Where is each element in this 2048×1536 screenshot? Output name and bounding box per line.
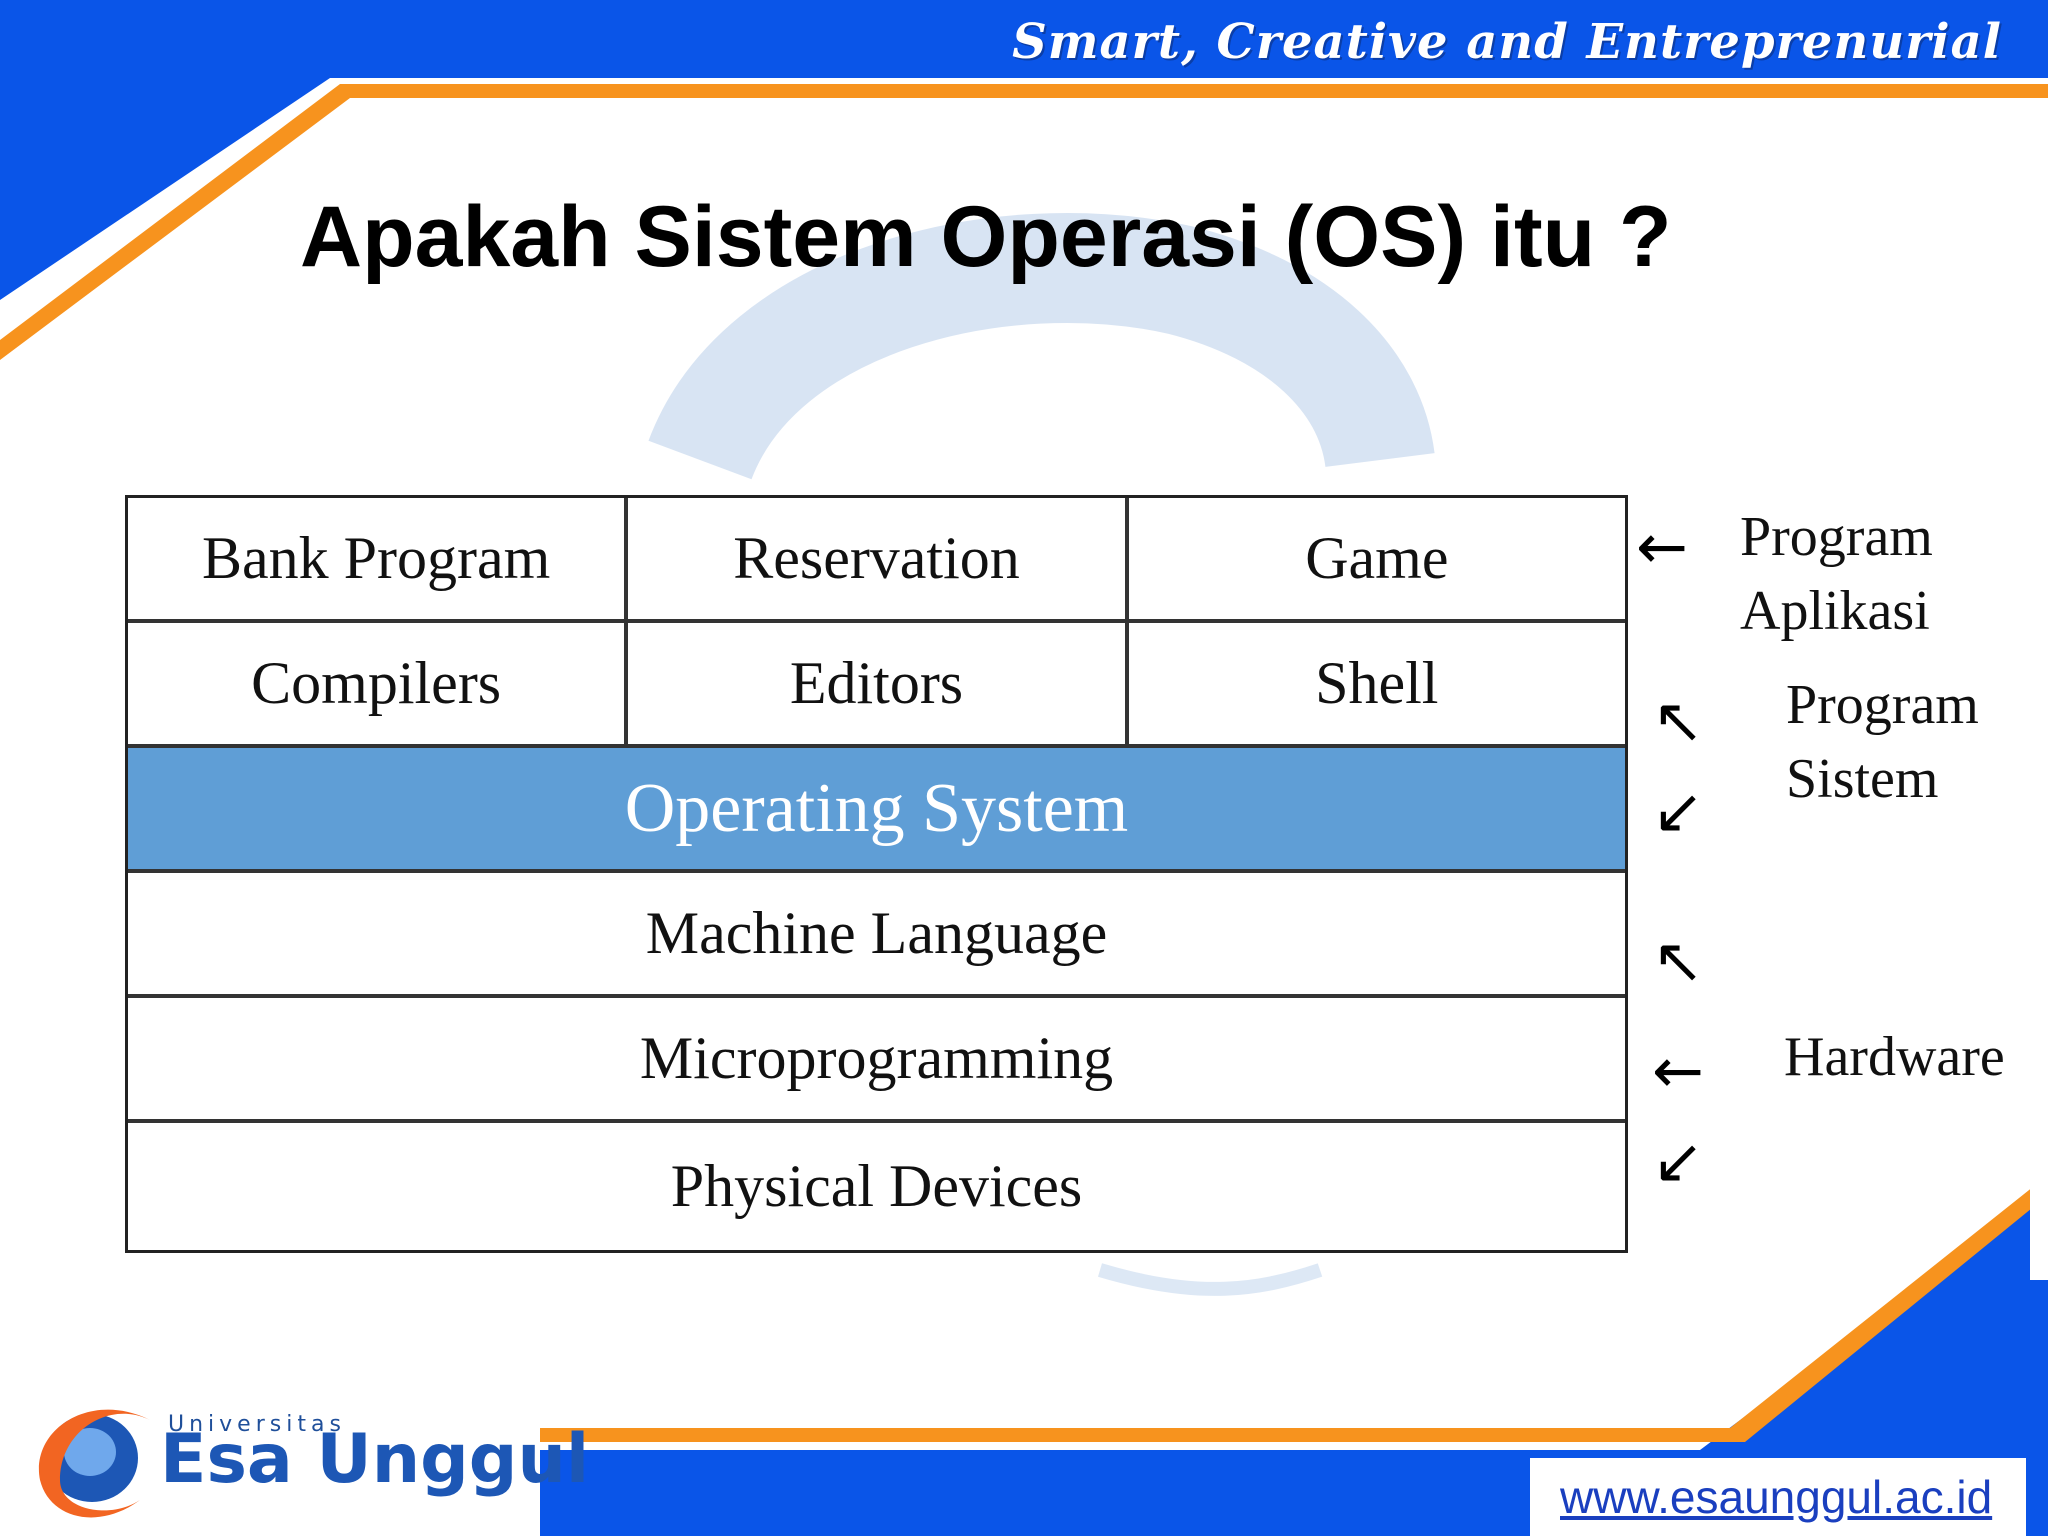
arrow-upleft-icon: ↖: [1652, 924, 1704, 997]
program-sistem-label: Program Sistem: [1786, 668, 1979, 816]
arrow-left-icon: ←: [1652, 1034, 1704, 1107]
arrow-upleft-icon: ↖: [1652, 684, 1704, 757]
program-sistem-line1: Program: [1786, 674, 1979, 736]
compilers-cell: Compilers: [128, 623, 629, 744]
os-layer-diagram: Bank Program Reservation Game Compilers …: [125, 495, 1628, 1253]
tagline: Smart, Creative and Entreprenurial: [1012, 14, 2002, 70]
watermark-arc-lower: [1097, 1263, 1323, 1296]
arrow-downleft-icon: ↙: [1652, 774, 1704, 847]
url-box: [1530, 1458, 2026, 1536]
program-sistem-line2: Sistem: [1786, 748, 1939, 810]
program-aplikasi-line1: Program: [1740, 506, 1933, 568]
machine-language-cell: Machine Language: [645, 900, 1108, 966]
reservation-cell: Reservation: [628, 498, 1129, 619]
slide-title: Apakah Sistem Operasi (OS) itu ?: [300, 189, 1672, 285]
top-blue-band: [0, 0, 2048, 300]
right-white-cut: [2030, 1150, 2048, 1280]
arrow-downleft-icon: ↙: [1652, 1124, 1704, 1197]
arrow-left-icon: ←: [1636, 510, 1688, 583]
microprogramming-cell: Microprogramming: [639, 1025, 1114, 1091]
logo-globe-highlight: [64, 1428, 116, 1476]
program-aplikasi-line2: Aplikasi: [1740, 580, 1930, 642]
website-link[interactable]: www.esaunggul.ac.id: [1560, 1471, 1993, 1523]
logo-main-text: Esa Unggul: [160, 1420, 590, 1499]
logo-small-text: Universitas: [168, 1412, 346, 1437]
operating-system-row: Operating System: [128, 748, 1625, 873]
game-cell: Game: [1305, 525, 1449, 591]
system-programs-row: Compilers Editors Shell: [128, 623, 1625, 748]
program-aplikasi-label: Program Aplikasi: [1740, 500, 1933, 648]
machine-language-row: Machine Language: [128, 873, 1625, 998]
microprogramming-row: Microprogramming: [128, 998, 1625, 1123]
bank-program-cell: Bank Program: [128, 498, 629, 619]
hardware-label: Hardware: [1784, 1026, 2005, 1088]
physical-devices-row: Physical Devices: [128, 1123, 1625, 1250]
shell-cell: Shell: [1315, 650, 1439, 716]
university-logo: [38, 1409, 150, 1518]
logo-swoosh-icon: [38, 1409, 150, 1518]
editors-cell: Editors: [628, 623, 1129, 744]
physical-devices-cell: Physical Devices: [670, 1153, 1083, 1219]
application-programs-row: Bank Program Reservation Game: [128, 498, 1625, 623]
operating-system-cell: Operating System: [624, 769, 1129, 847]
watermark-arc: [648, 213, 1435, 482]
